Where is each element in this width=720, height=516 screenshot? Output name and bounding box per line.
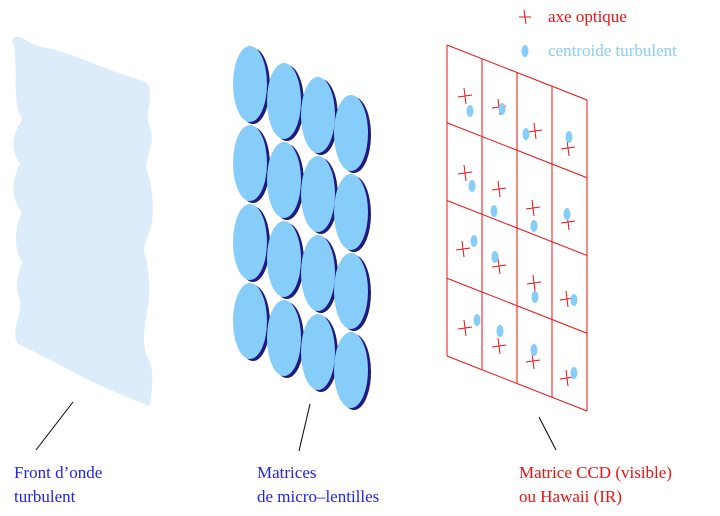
optical-axis-cross-icon xyxy=(525,352,541,370)
ccd-grid-line xyxy=(446,277,588,334)
turbulent-centroid-spot xyxy=(468,180,476,192)
micro-lens xyxy=(334,95,371,173)
optical-axis-cross-icon xyxy=(527,122,543,140)
micro-lens xyxy=(267,142,304,220)
optical-axis-cross-icon xyxy=(491,257,507,275)
ccd-label-line1: Matrice CCD (visible) xyxy=(519,463,672,482)
optical-axis-cross-icon xyxy=(491,180,507,198)
turbulent-centroid-spot xyxy=(570,367,578,379)
micro-lens xyxy=(233,204,270,282)
turbulent-centroid-spot xyxy=(491,251,499,263)
micro-lens xyxy=(301,235,338,313)
turbulent-centroid-spot xyxy=(490,205,498,217)
wavefront-leader-line xyxy=(35,401,74,451)
turbulent-centroid-spot xyxy=(473,314,481,326)
optical-axis-cross-icon xyxy=(457,164,473,182)
wavefront-label-line1: Front d’onde xyxy=(14,463,102,482)
optical-axis-cross-icon xyxy=(455,240,471,258)
micro-lens xyxy=(334,174,371,252)
ccd-leader-line xyxy=(538,416,557,451)
turbulent-centroid-spot xyxy=(530,220,538,232)
optical-axis-cross-icon xyxy=(457,87,473,105)
micro-lens xyxy=(301,314,338,392)
optical-axis-cross-icon xyxy=(491,337,507,355)
optical-axis-cross-icon xyxy=(525,199,541,217)
turbulent-centroid-spot xyxy=(563,208,571,220)
micro-lens xyxy=(267,63,304,141)
micro-lens xyxy=(334,253,371,331)
micro-lens xyxy=(233,283,270,361)
lenslets-leader-line xyxy=(298,403,311,452)
lenslets-label-line1: Matrices xyxy=(257,463,316,482)
micro-lens-array xyxy=(233,46,371,410)
optical-axis-cross-icon xyxy=(457,319,473,337)
optical-axis-cross-icon xyxy=(560,139,576,157)
turbulent-centroid-spot xyxy=(565,131,573,143)
micro-lens xyxy=(233,125,270,203)
legend-turbulent-centroid-label: centroide turbulent xyxy=(548,41,677,60)
turbulent-centroid-spot xyxy=(466,105,474,117)
turbulent-wavefront xyxy=(12,36,153,407)
micro-lens xyxy=(301,156,338,234)
micro-lens xyxy=(267,221,304,299)
legend-optical-axis-label: axe optique xyxy=(548,7,627,26)
ccd-grid-line xyxy=(446,355,588,412)
legend: axe optique centroide turbulent xyxy=(519,7,677,60)
turbulent-centroid-spot xyxy=(530,344,538,356)
lenslets-label-line2: de micro–lentilles xyxy=(257,487,379,506)
turbulent-centroid-spot xyxy=(522,128,530,140)
wavefront-label-line2: turbulent xyxy=(14,487,76,506)
turbulent-centroid-spot xyxy=(531,291,539,303)
turbulent-centroid-spot xyxy=(570,294,578,306)
turbulent-centroid-spot xyxy=(496,325,504,337)
optical-axis-legend-icon xyxy=(519,9,531,25)
ccd-detector-grid xyxy=(446,44,588,412)
micro-lens xyxy=(233,46,270,124)
turbulent-centroid-spot xyxy=(470,235,478,247)
optical-axis-cross-icon xyxy=(526,274,542,292)
micro-lens xyxy=(334,332,371,410)
turbulent-centroid-spot xyxy=(498,103,506,115)
turbulent-centroid-legend-icon xyxy=(521,45,529,57)
micro-lens xyxy=(301,77,338,155)
micro-lens xyxy=(267,300,304,378)
ccd-grid-line xyxy=(446,200,588,256)
ccd-label-line2: ou Hawaii (IR) xyxy=(519,487,622,506)
